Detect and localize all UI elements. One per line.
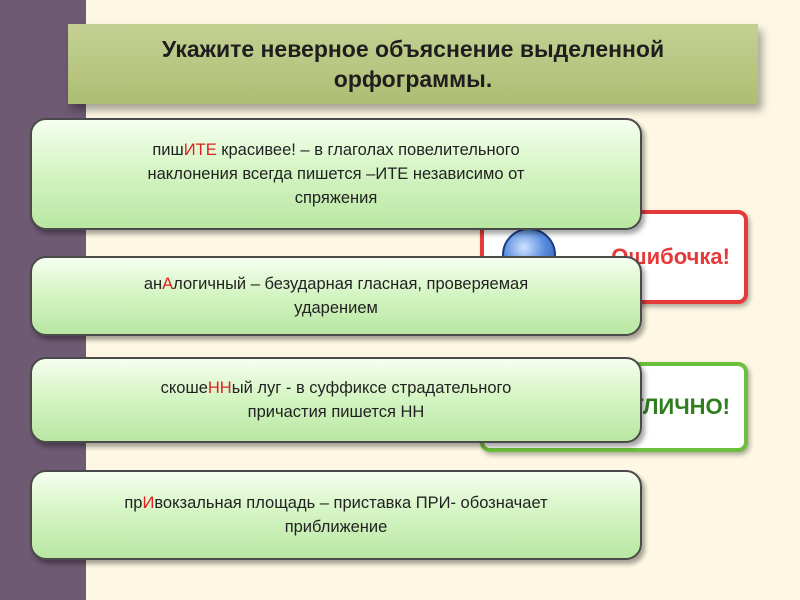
option-text: пишИТЕ красивее! – в глаголах повелитель… <box>147 141 525 207</box>
answer-option-3[interactable]: скошеННый луг - в суффиксе страдательног… <box>30 357 642 443</box>
highlighted-letters: НН <box>207 379 232 397</box>
highlighted-letters: И <box>142 494 155 512</box>
option-text: анАлогичный – безударная гласная, провер… <box>143 275 529 317</box>
answer-option-4[interactable]: прИвокзальная площадь – приставка ПРИ- о… <box>30 470 642 560</box>
highlighted-letters: ИТЕ <box>183 141 217 159</box>
title-banner: Укажите неверное объяснение выделенной о… <box>68 24 758 104</box>
answer-option-2[interactable]: анАлогичный – безударная гласная, провер… <box>30 256 642 336</box>
answer-option-1[interactable]: пишИТЕ красивее! – в глаголах повелитель… <box>30 118 642 230</box>
highlighted-letters: А <box>162 275 174 293</box>
option-text: скошеННый луг - в суффиксе страдательног… <box>160 379 512 421</box>
option-text: прИвокзальная площадь – приставка ПРИ- о… <box>124 494 548 536</box>
page-title: Укажите неверное объяснение выделенной о… <box>161 36 665 92</box>
